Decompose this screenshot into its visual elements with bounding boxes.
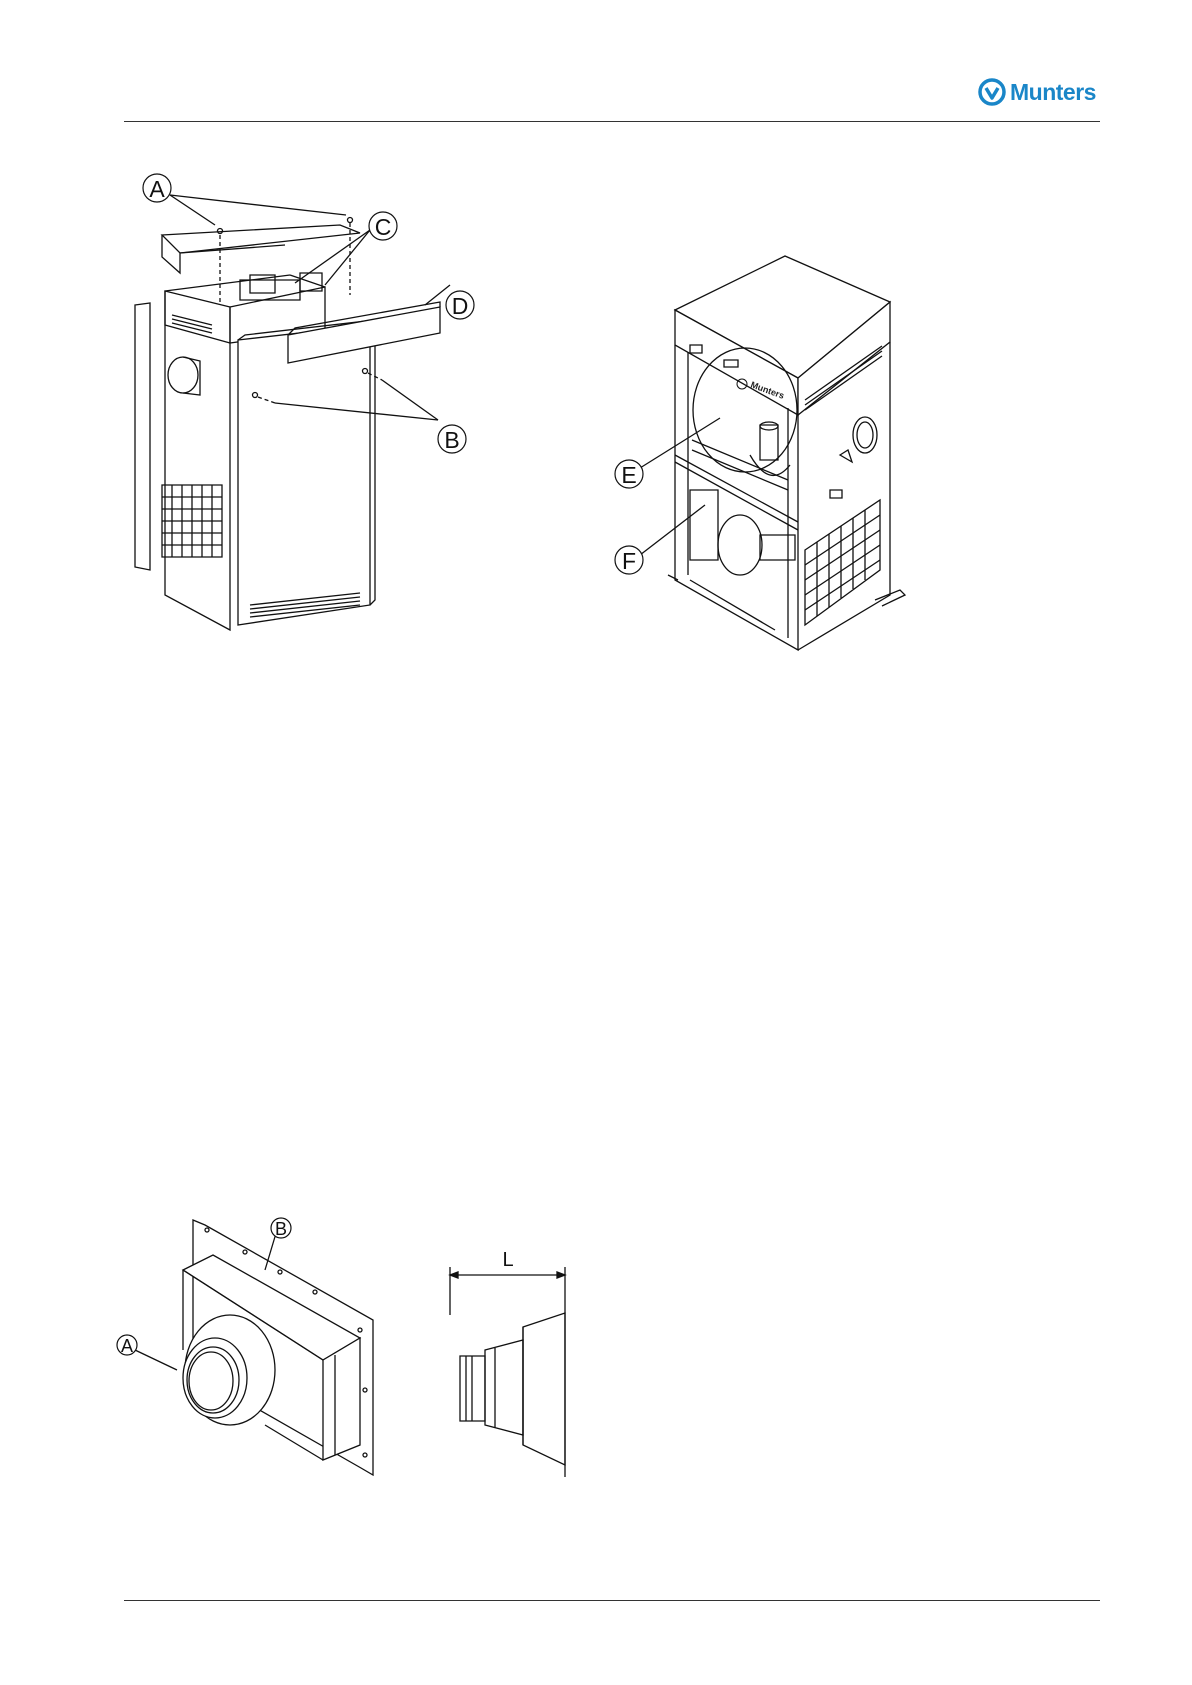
callout-b-adapter: B	[271, 1218, 291, 1239]
callout-f-label: F	[622, 548, 636, 574]
callout-e-label: E	[621, 462, 636, 488]
callout-d: D	[446, 291, 474, 319]
open-unit-drawing: Munters E F	[620, 250, 920, 650]
callout-d-label: D	[452, 293, 469, 319]
callout-b-adapter-label: B	[275, 1219, 287, 1239]
figure-open-unit: Munters E F	[620, 250, 920, 650]
callout-f: F	[615, 546, 643, 574]
munters-logo-icon	[978, 78, 1006, 106]
logo-text: Munters	[1010, 79, 1096, 106]
duct-adapter-side-drawing: L	[440, 1245, 580, 1480]
callout-a-label: A	[149, 176, 165, 202]
panel-removal-drawing: A C D B	[120, 175, 520, 655]
footer-rule	[124, 1600, 1100, 1601]
callout-b: B	[438, 425, 466, 453]
header-rule	[124, 121, 1100, 122]
figure-panel-removal: A C D B	[120, 175, 520, 655]
figure-duct-adapter: A B	[115, 1210, 395, 1480]
callout-a-adapter-label: A	[121, 1336, 133, 1356]
figure-duct-adapter-side: L	[440, 1245, 580, 1480]
callout-a-adapter: A	[117, 1335, 137, 1356]
callout-c-label: C	[375, 214, 392, 240]
duct-adapter-drawing: A B	[115, 1210, 395, 1480]
callout-e: E	[615, 460, 643, 488]
callout-b-label: B	[444, 427, 459, 453]
munters-logo: Munters	[978, 78, 1096, 106]
callout-a: A	[143, 174, 171, 202]
callout-c: C	[369, 212, 397, 240]
dimension-l-label: L	[502, 1249, 513, 1271]
